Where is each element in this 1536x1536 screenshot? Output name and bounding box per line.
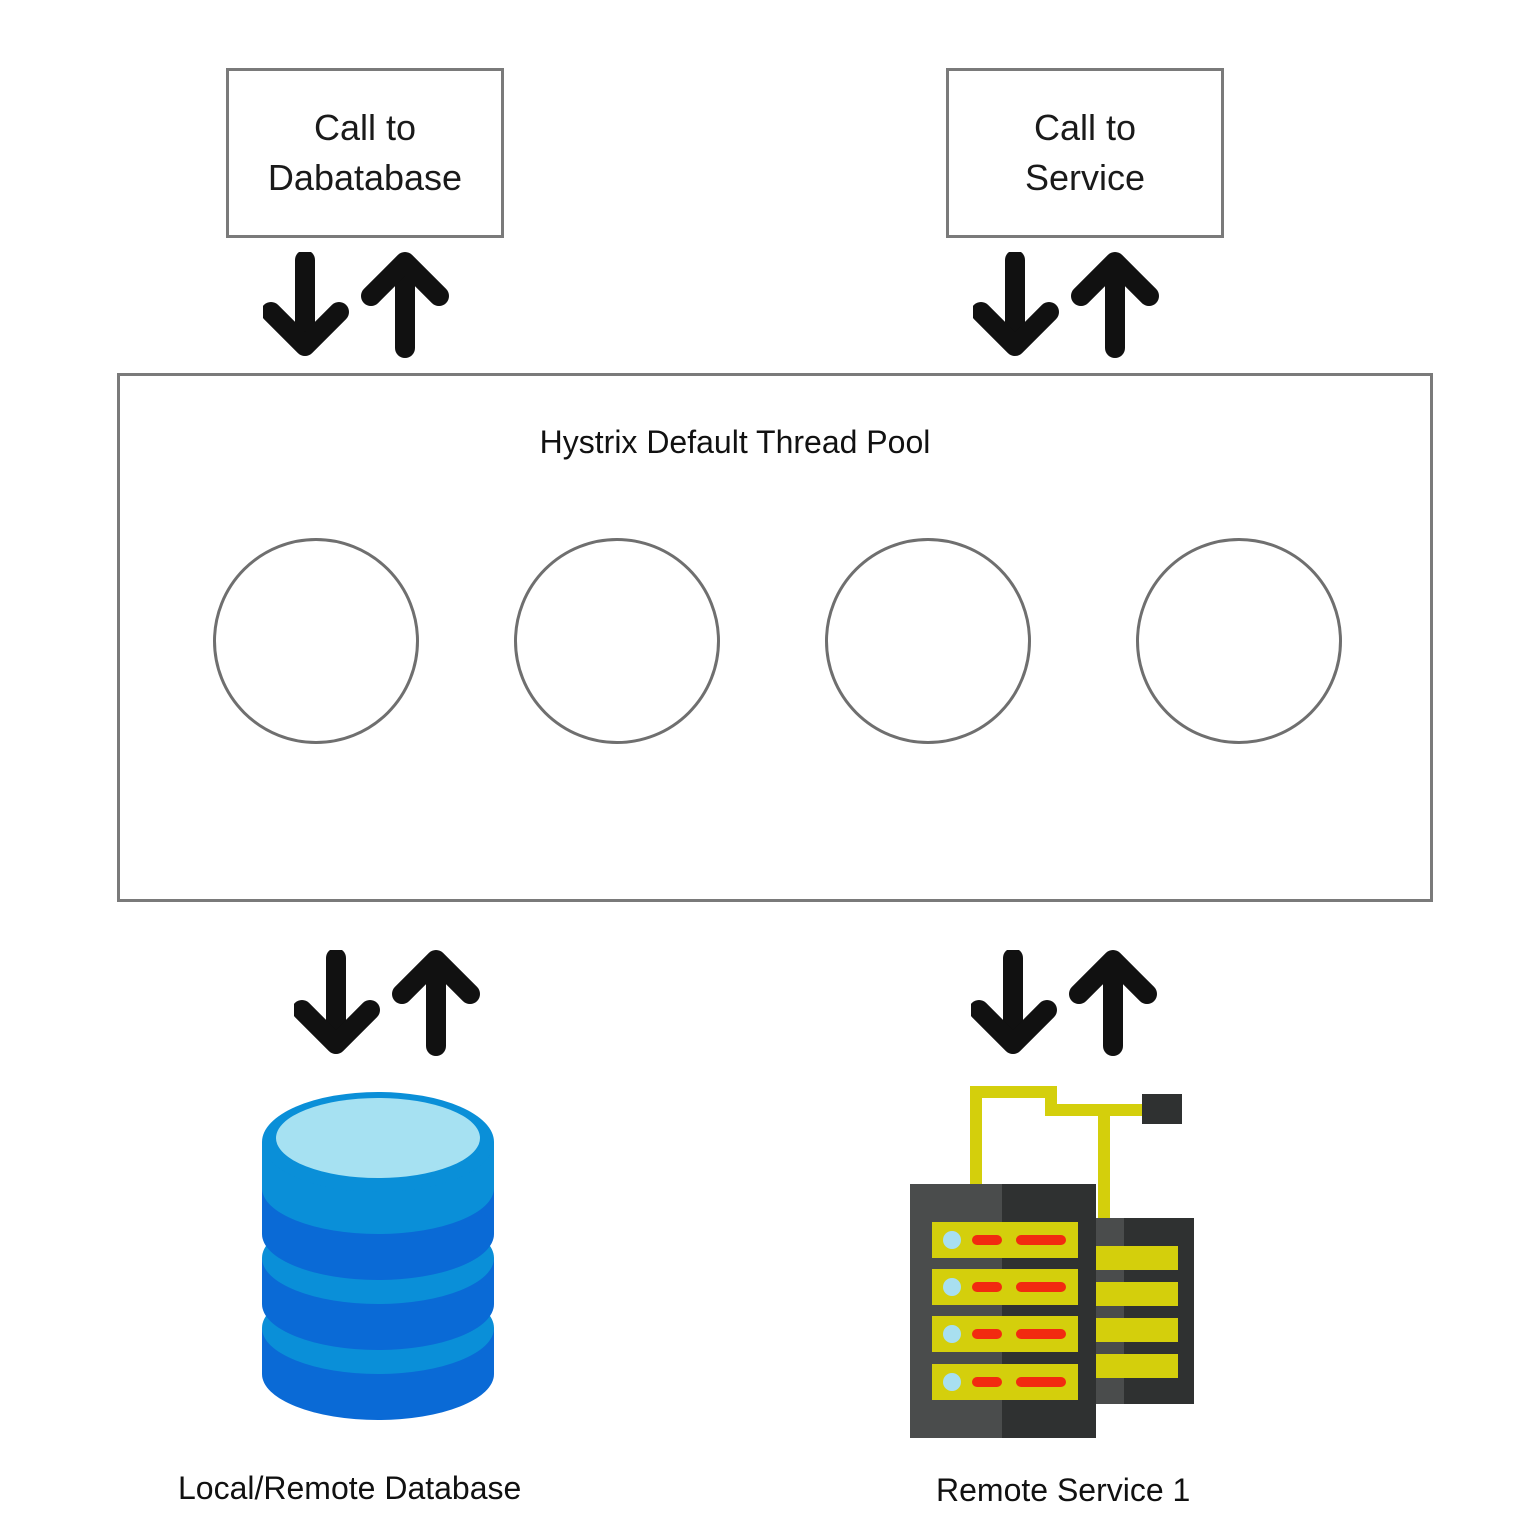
service-caption: Remote Service 1 xyxy=(936,1472,1191,1508)
db-call-line2: Dabatabase xyxy=(267,157,463,198)
service-call-arrows-icon xyxy=(973,252,1173,362)
thread-pool-title: Hystrix Default Thread Pool xyxy=(539,424,931,460)
thread-circle-4 xyxy=(1136,538,1342,744)
thread-circle-1 xyxy=(213,538,419,744)
service-call-box: Call to Service xyxy=(946,68,1224,238)
service-arrows-icon xyxy=(971,950,1171,1060)
database-icon xyxy=(258,1088,498,1433)
service-call-line2: Service xyxy=(1024,157,1146,198)
server-rack-icon xyxy=(906,1080,1206,1455)
db-call-box: Call to Dabatabase xyxy=(226,68,504,238)
thread-circle-2 xyxy=(514,538,720,744)
db-call-line1: Call to xyxy=(313,107,417,148)
service-call-line1: Call to xyxy=(1033,107,1137,148)
database-caption: Local/Remote Database xyxy=(178,1470,522,1506)
thread-pool-box: Hystrix Default Thread Pool xyxy=(117,373,1433,902)
thread-circle-3 xyxy=(825,538,1031,744)
database-arrows-icon xyxy=(294,950,494,1060)
db-call-arrows-icon xyxy=(263,252,463,362)
